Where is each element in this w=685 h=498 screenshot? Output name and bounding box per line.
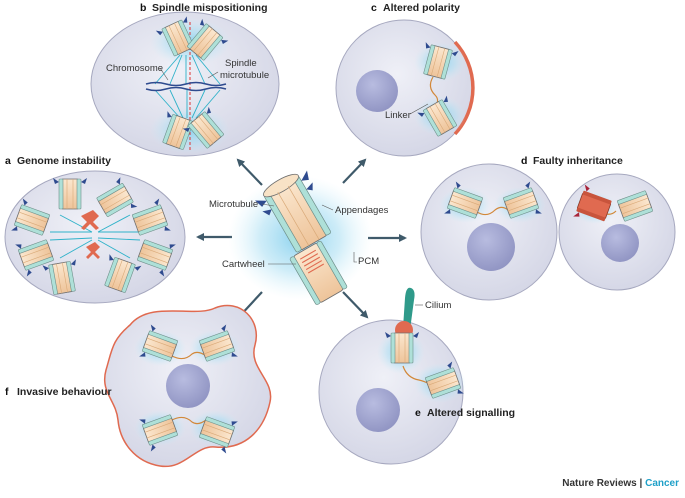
panel-b: b Spindle mispositioning Chromosome Spin… <box>90 2 280 157</box>
nucleus-f <box>166 364 210 408</box>
spindle-label-line2: microtubule <box>220 70 269 81</box>
panel-d-title: Faulty inheritance <box>533 155 623 167</box>
footer-separator: | <box>636 478 646 489</box>
arrow-to-b <box>236 158 263 186</box>
appendage <box>255 200 267 207</box>
footer-publisher: Nature Reviews <box>562 478 637 489</box>
panel-c-letter: c <box>371 2 377 14</box>
arrows <box>196 158 407 320</box>
panel-c: c Altered polarity Linker <box>335 2 475 157</box>
nucleus-d-right <box>601 224 639 262</box>
panel-centrosome: Microtubule Appendages Cartwheel PCM <box>209 170 389 305</box>
panel-a-title: Genome instability <box>17 155 111 167</box>
panel-f-letter: f <box>5 386 9 398</box>
footer-journal: Cancer <box>645 478 679 489</box>
cilium <box>403 287 415 330</box>
panel-e: Cilium e Altered signalling <box>318 287 515 465</box>
cell-a <box>4 170 186 304</box>
panel-f-title: Invasive behaviour <box>17 386 112 398</box>
panel-e-title: Altered signalling <box>427 407 515 419</box>
daughter-centriole <box>289 240 348 305</box>
panel-b-letter: b <box>140 2 146 14</box>
chromosomes <box>81 210 100 259</box>
nucleus-e <box>356 388 400 432</box>
multipolar-spindle <box>49 214 141 259</box>
appendage <box>301 170 309 181</box>
footer-credit: Nature Reviews | Cancer <box>562 478 679 489</box>
arrow-to-e <box>342 291 369 319</box>
microtubule-label: Microtubule <box>209 199 258 210</box>
mother-centriole <box>255 170 331 253</box>
cartwheel <box>299 249 325 274</box>
nucleus-d-left <box>467 223 515 271</box>
panel-b-title: Spindle mispositioning <box>152 2 268 14</box>
spindle-label-line1: Spindle <box>225 58 257 69</box>
chromosomes <box>145 81 227 92</box>
arrow-to-c <box>342 158 367 184</box>
nucleus-c <box>356 70 398 112</box>
old-mother-centriole <box>573 184 612 222</box>
cilium-label: Cilium <box>425 300 451 311</box>
panel-e-letter: e <box>415 407 421 419</box>
panel-a: a Genome instability <box>4 155 186 304</box>
panel-f: f Invasive behaviour <box>5 304 272 468</box>
cartwheel-label: Cartwheel <box>222 259 265 270</box>
appendages-label: Appendages <box>335 205 389 216</box>
linker-label: Linker <box>385 110 411 121</box>
panel-a-letter: a <box>5 155 11 167</box>
pcm-label: PCM <box>358 256 379 267</box>
panel-d: d Faulty inheritance <box>420 155 676 301</box>
spindle-microtubules <box>154 54 221 119</box>
panel-c-title: Altered polarity <box>383 2 460 14</box>
chromosome-label: Chromosome <box>106 63 163 74</box>
panel-d-letter: d <box>521 155 527 167</box>
